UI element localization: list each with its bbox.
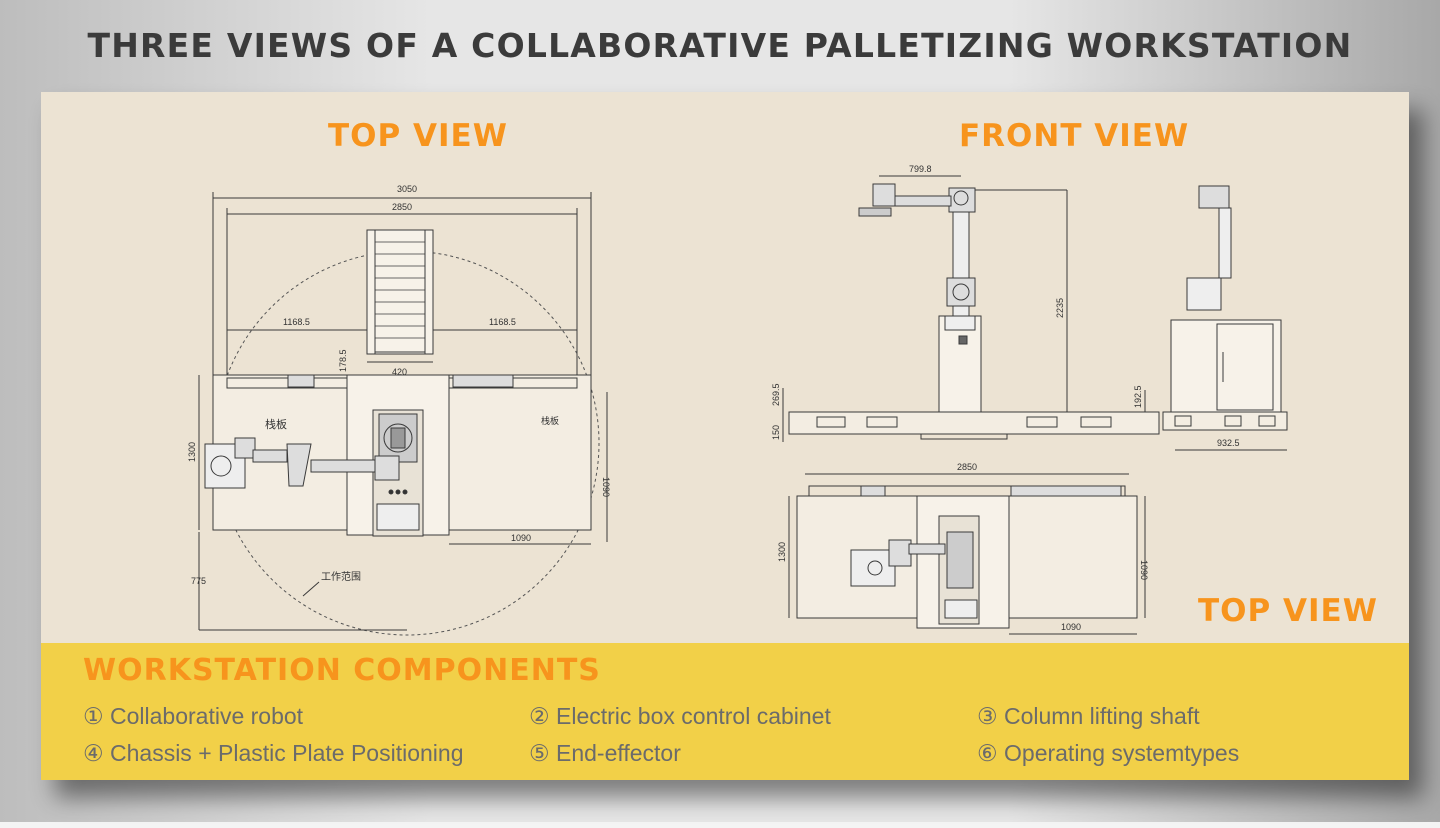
dim-1090-v: 1090 — [601, 477, 611, 497]
component-item-1: ① Collaborative robot — [83, 703, 304, 729]
dim-178: 178.5 — [338, 349, 348, 372]
components-panel: WORKSTATION COMPONENTS ① Collaborative r… — [41, 643, 1409, 780]
dim-3050: 3050 — [397, 184, 417, 194]
component-item-5: ⑤ End-effector — [529, 740, 681, 766]
top-view-left-drawing: 3050 2850 420 — [187, 184, 611, 636]
dim-1300: 1300 — [187, 442, 197, 462]
dim-1090-h: 1090 — [511, 533, 531, 543]
dim-2850: 2850 — [392, 202, 412, 212]
top-view-right-label: TOP VIEW — [1198, 593, 1378, 629]
dim-269: 269.5 — [771, 383, 781, 406]
dim-420: 420 — [392, 367, 407, 377]
front-view-drawing: 799.8 2235 269.5 150 192 — [771, 164, 1288, 451]
pallet-label-right: 栈板 — [541, 415, 559, 426]
front-view-label: FRONT VIEW — [959, 118, 1190, 154]
dim-150: 150 — [771, 425, 781, 440]
component-item-3: ③ Column lifting shaft — [977, 703, 1200, 729]
dim-2850-right: 2850 — [957, 462, 977, 472]
dim-2235: 2235 — [1055, 298, 1065, 318]
component-item-6: ⑥ Operating systemtypes — [977, 740, 1240, 766]
diagram-card: TOP VIEW FRONT VIEW TOP VIEW 3050 2850 — [41, 92, 1409, 780]
dim-1090-h-right: 1090 — [1061, 622, 1081, 632]
dim-799: 799.8 — [909, 164, 932, 174]
component-item-4: ④ Chassis + Plastic Plate Positioning — [83, 740, 464, 766]
components-title: WORKSTATION COMPONENTS — [83, 653, 601, 688]
page-title: THREE VIEWS OF A COLLABORATIVE PALLETIZI… — [87, 26, 1353, 65]
dim-1168-right: 1168.5 — [489, 317, 516, 327]
dim-932: 932.5 — [1217, 438, 1240, 448]
dim-775: 775 — [191, 576, 206, 586]
dim-1300-right: 1300 — [777, 542, 787, 562]
technical-drawing: 3050 2850 420 — [187, 164, 1288, 636]
drawing-area: TOP VIEW FRONT VIEW TOP VIEW 3050 2850 — [41, 92, 1409, 643]
dim-1090-v-right: 1090 — [1139, 560, 1149, 580]
pallet-label: 栈板 — [265, 417, 287, 431]
dim-1168-left: 1168.5 — [283, 317, 310, 327]
top-view-left-label: TOP VIEW — [328, 118, 508, 154]
bottom-strip — [0, 822, 1440, 828]
working-range-label: 工作范围 — [321, 570, 361, 583]
top-view-right-drawing: 2850 1300 1090 1090 — [777, 462, 1149, 635]
component-item-2: ② Electric box control cabinet — [529, 703, 831, 729]
dim-192: 192.5 — [1133, 385, 1143, 408]
